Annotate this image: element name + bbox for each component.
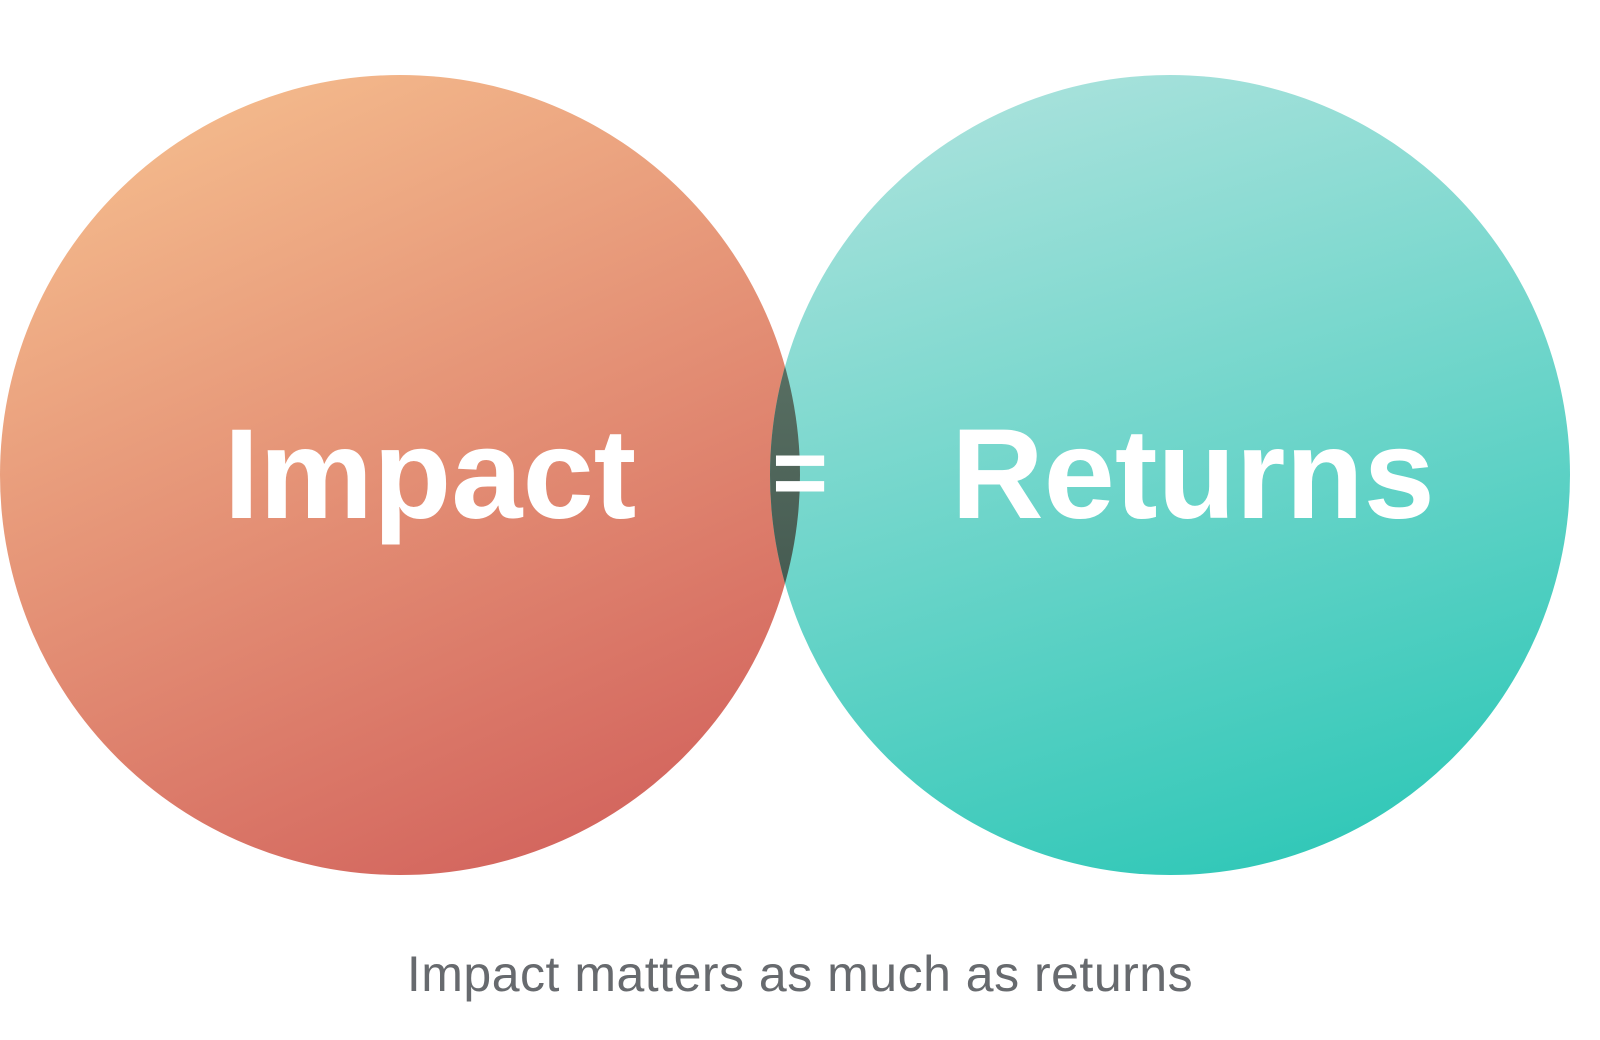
impact-circle <box>0 75 800 875</box>
diagram-caption: Impact matters as much as returns <box>406 946 1194 1002</box>
returns-circle <box>770 75 1570 875</box>
returns-label: Returns <box>951 403 1435 546</box>
impact-label: Impact <box>224 403 637 546</box>
equals-symbol: = <box>772 419 828 526</box>
